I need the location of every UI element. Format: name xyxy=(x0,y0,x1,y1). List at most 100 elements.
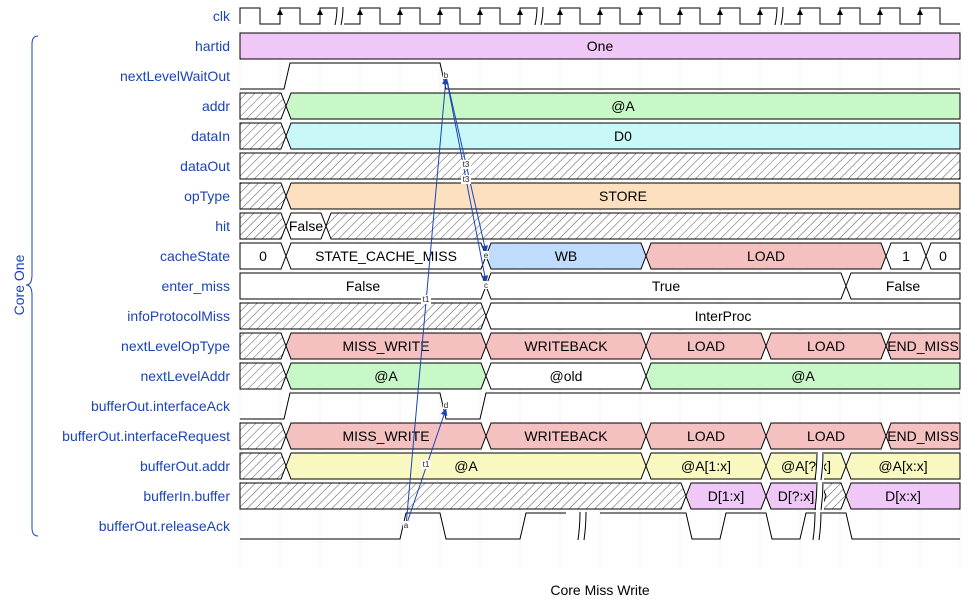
clock-edge-arrow xyxy=(597,9,603,15)
undefined-segment xyxy=(239,152,961,180)
group-label: Core One xyxy=(11,254,27,315)
bus-segment xyxy=(885,422,961,450)
lane-7: False xyxy=(239,212,961,240)
signal-name: infoProtocolMiss xyxy=(127,308,230,324)
segment-label: LOAD xyxy=(687,428,725,444)
segment-label: D0 xyxy=(614,128,632,144)
segment-label: D[?:x] xyxy=(778,488,815,504)
signal-name: bufferOut.interfaceRequest xyxy=(62,428,230,444)
edge-label: t3 xyxy=(463,175,470,184)
segment-label: MISS_WRITE xyxy=(342,338,429,354)
segment-label: END_MISS xyxy=(887,338,959,354)
node-label: d xyxy=(444,401,448,410)
signal-name: enter_miss xyxy=(162,278,230,294)
bus-segment xyxy=(239,32,961,60)
signal-name: hartid xyxy=(195,38,230,54)
segment-label: LOAD xyxy=(807,338,845,354)
signal-name: bufferOut.interfaceAck xyxy=(91,398,231,414)
segment-label: @A xyxy=(374,368,398,384)
segment-label: @A xyxy=(454,458,478,474)
bus-segment xyxy=(845,272,961,300)
bus-segment xyxy=(285,122,961,150)
clock-edge-arrow xyxy=(477,9,483,15)
lane-5 xyxy=(239,152,961,180)
segment-label: WB xyxy=(555,248,578,264)
clock-edge-arrow xyxy=(917,9,923,15)
segment-label: END_MISS xyxy=(887,428,959,444)
clock-edge-arrow xyxy=(437,9,443,15)
bus-segment xyxy=(485,302,961,330)
lane-12: @A @old @A xyxy=(239,362,961,390)
bus-segment xyxy=(845,452,961,480)
segment-label: @A xyxy=(611,98,635,114)
lane-4: D0 xyxy=(239,122,961,150)
undefined-segment xyxy=(239,212,287,240)
undefined-segment xyxy=(239,92,287,120)
segment-label: @A xyxy=(791,368,815,384)
node-label: b xyxy=(444,71,449,80)
lane-16: D[1:x]D[?:x]D[x:x] xyxy=(239,481,961,511)
lane-6: STORE xyxy=(239,182,961,210)
lane-15: @A@A[1:x]@A[?:x]@A[x:x] xyxy=(239,451,961,481)
segment-label: STATE_CACHE_MISS xyxy=(315,248,457,264)
signal-name: nextLevelWaitOut xyxy=(120,68,230,84)
undefined-segment xyxy=(239,332,287,360)
bus-segment xyxy=(645,362,961,390)
segment-label: LOAD xyxy=(807,428,845,444)
signal-name: dataOut xyxy=(180,158,230,174)
group-bracket: Core One xyxy=(11,35,39,537)
bus-segment xyxy=(885,332,961,360)
time-gap xyxy=(814,512,822,540)
clock-edge-arrow xyxy=(517,9,523,15)
edge-label: t3 xyxy=(463,160,470,169)
segment-label: MISS_WRITE xyxy=(342,428,429,444)
signal-name: bufferIn.buffer xyxy=(143,488,230,504)
clock-wave xyxy=(239,7,960,25)
segment-label: @old xyxy=(550,368,583,384)
signal-name: opType xyxy=(184,188,230,204)
lane-17 xyxy=(240,511,960,541)
node-label: c xyxy=(484,281,488,290)
signal-name: nextLevelOpType xyxy=(121,338,230,354)
segment-label: @A[1:x] xyxy=(681,458,731,474)
undefined-segment xyxy=(239,482,687,510)
segment-label: InterProc xyxy=(695,308,752,324)
undefined-segment xyxy=(239,422,287,450)
clock-edge-arrow xyxy=(317,9,323,15)
signal-names: clkhartidnextLevelWaitOutaddrdataIndataO… xyxy=(62,8,231,534)
time-gap xyxy=(816,482,824,510)
segment-label: 0 xyxy=(939,248,947,264)
bus-segment xyxy=(765,482,827,510)
clock-edge-arrow xyxy=(357,9,363,15)
segment-label: WRITEBACK xyxy=(524,428,608,444)
node-label: e xyxy=(484,251,489,260)
lane-14: MISS_WRITE WRITEBACK LOAD LOAD END_MISS xyxy=(239,422,961,450)
lane-1: One xyxy=(239,32,961,60)
segment-label: STORE xyxy=(599,188,647,204)
segment-label: WRITEBACK xyxy=(524,338,608,354)
undefined-segment xyxy=(239,182,287,210)
segment-label: D[1:x] xyxy=(708,488,745,504)
signal-name: bufferOut.addr xyxy=(140,458,230,474)
clock-edge-arrow xyxy=(877,9,883,15)
bus-segment xyxy=(925,242,961,270)
undefined-segment xyxy=(239,452,287,480)
node-label: a xyxy=(404,521,409,530)
clock-edge-arrow xyxy=(757,9,763,15)
clock-edge-arrow xyxy=(837,9,843,15)
edge-label: t1 xyxy=(423,295,430,304)
time-gap xyxy=(816,452,824,480)
signal-name: bufferOut.releaseAck xyxy=(99,518,231,534)
lane-0 xyxy=(239,6,960,26)
signal-name: cacheState xyxy=(160,248,230,264)
clock-edge-arrow xyxy=(557,9,563,15)
clock-edge-arrow xyxy=(637,9,643,15)
diagram-caption: Core Miss Write xyxy=(550,582,650,598)
segment-label: 0 xyxy=(259,248,267,264)
clock-edge-arrow xyxy=(397,9,403,15)
bus-segment xyxy=(845,482,961,510)
segment-label: One xyxy=(587,38,614,54)
segment-label: False xyxy=(886,278,920,294)
